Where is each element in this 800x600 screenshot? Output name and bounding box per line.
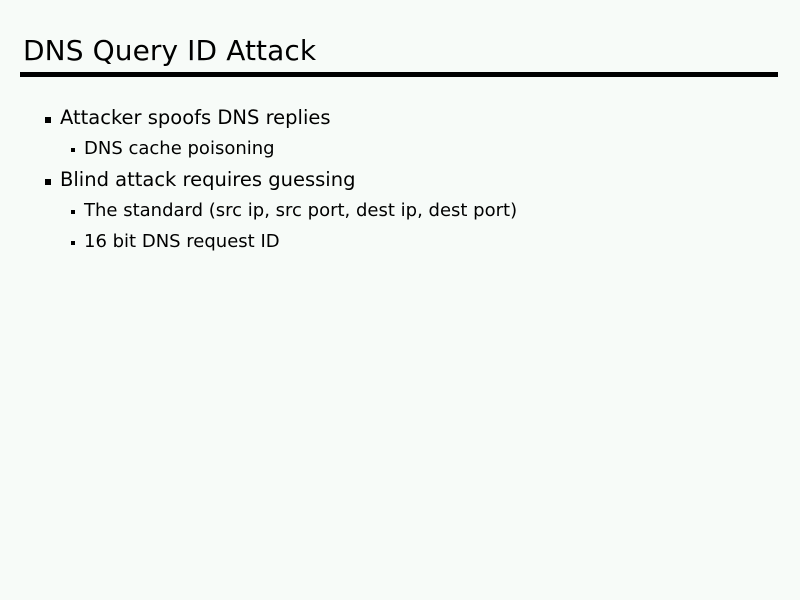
small-square-bullet-icon — [71, 241, 75, 245]
bullet-text: Attacker spoofs DNS replies — [60, 106, 331, 129]
bullet-text: The standard (src ip, src port, dest ip,… — [84, 200, 518, 221]
bullet-item: 16 bit DNS request ID — [0, 228, 800, 259]
square-bullet-icon — [45, 179, 51, 185]
page-title: DNS Query ID Attack — [23, 34, 317, 67]
bullet-item: The standard (src ip, src port, dest ip,… — [0, 197, 800, 228]
bullet-item: Blind attack requires guessing — [0, 166, 800, 197]
title-underline-rule — [20, 72, 778, 77]
small-square-bullet-icon — [71, 148, 75, 152]
bullet-text: Blind attack requires guessing — [60, 168, 356, 191]
bullet-text: DNS cache poisoning — [84, 138, 275, 159]
bullet-text: 16 bit DNS request ID — [84, 231, 280, 252]
bullet-item: DNS cache poisoning — [0, 135, 800, 166]
small-square-bullet-icon — [71, 210, 75, 214]
square-bullet-icon — [45, 117, 51, 123]
slide-body: Attacker spoofs DNS replies DNS cache po… — [0, 104, 800, 259]
bullet-item: Attacker spoofs DNS replies — [0, 104, 800, 135]
